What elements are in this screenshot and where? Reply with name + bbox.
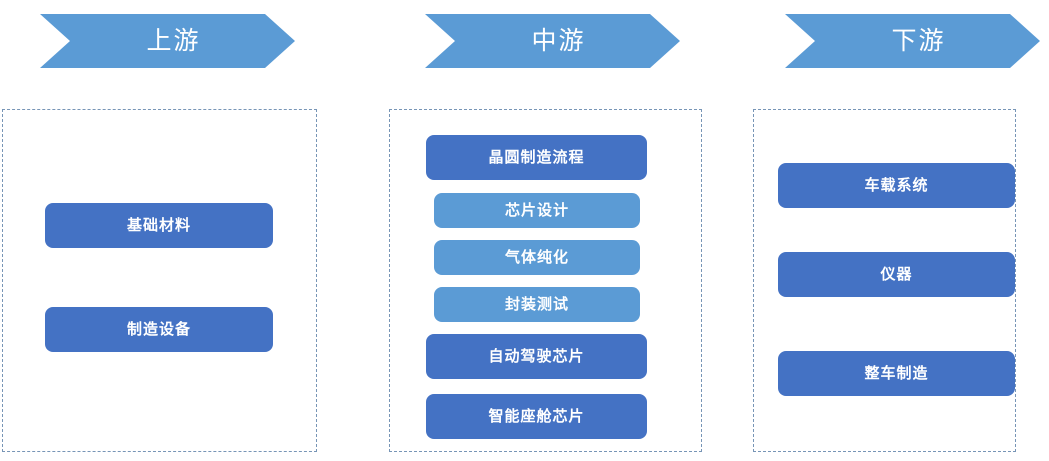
node-midstream-2-label: 气体纯化: [504, 249, 569, 266]
chevron-header-upstream-label: 上游: [146, 26, 201, 55]
node-midstream-2[interactable]: 气体纯化: [434, 240, 640, 275]
node-midstream-1[interactable]: 芯片设计: [434, 193, 640, 228]
segment-downstream: [753, 109, 1016, 452]
chevron-header-midstream[interactable]: 中游: [425, 14, 680, 68]
node-upstream-1[interactable]: 制造设备: [45, 307, 273, 352]
node-downstream-0[interactable]: 车载系统: [778, 163, 1015, 208]
node-midstream-3-label: 封装测试: [504, 296, 569, 313]
node-upstream-0-label: 基础材料: [126, 217, 191, 234]
node-downstream-1-label: 仪器: [880, 266, 913, 283]
node-midstream-4-label: 自动驾驶芯片: [488, 348, 585, 365]
node-downstream-2[interactable]: 整车制造: [778, 351, 1015, 396]
segment-upstream: [2, 109, 317, 452]
chevron-header-midstream-label: 中游: [531, 26, 586, 55]
node-midstream-1-label: 芯片设计: [504, 202, 569, 219]
node-upstream-1-label: 制造设备: [126, 321, 191, 338]
segment-midstream: [389, 109, 702, 452]
node-upstream-0[interactable]: 基础材料: [45, 203, 273, 248]
chevron-header-downstream[interactable]: 下游: [785, 14, 1040, 68]
node-downstream-1[interactable]: 仪器: [778, 252, 1015, 297]
node-midstream-4[interactable]: 自动驾驶芯片: [426, 334, 647, 379]
node-midstream-3[interactable]: 封装测试: [434, 287, 640, 322]
node-midstream-0-label: 晶圆制造流程: [488, 149, 585, 166]
node-midstream-5[interactable]: 智能座舱芯片: [426, 394, 647, 439]
node-downstream-0-label: 车载系统: [864, 177, 929, 194]
chevron-header-upstream[interactable]: 上游: [40, 14, 295, 68]
node-downstream-2-label: 整车制造: [864, 365, 929, 382]
node-midstream-0[interactable]: 晶圆制造流程: [426, 135, 647, 180]
node-midstream-5-label: 智能座舱芯片: [488, 408, 585, 425]
chevron-header-downstream-label: 下游: [891, 26, 946, 55]
